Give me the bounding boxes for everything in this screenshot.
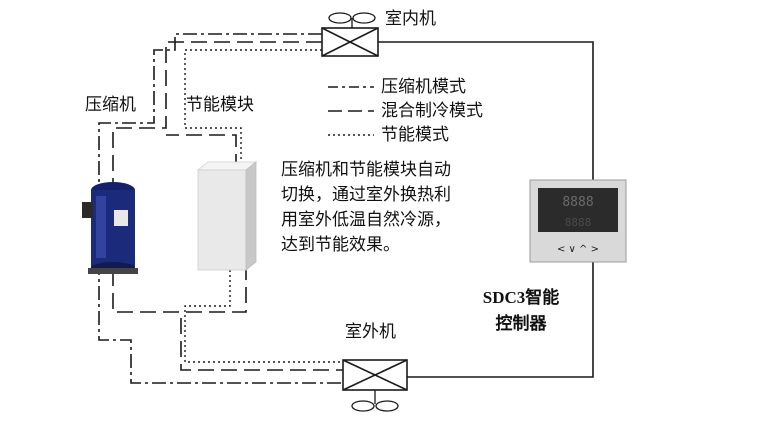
outdoor-heat-exchanger-icon [342, 359, 408, 391]
controller-display [538, 188, 618, 232]
indoor-unit [321, 12, 379, 57]
indoor-fan-icon [328, 12, 376, 28]
description-line: 达到节能效果。 [281, 235, 400, 255]
outdoor-unit-label: 室外机 [345, 322, 396, 342]
description-line: 用室外低温自然冷源， [281, 210, 451, 230]
compressor-label: 压缩机 [85, 95, 136, 115]
indoor-heat-exchanger-icon [321, 27, 379, 57]
description-text: 压缩机和节能模块自动 切换，通过室外换热利 用室外低温自然冷源， 达到节能效果。 [281, 158, 521, 258]
controller-keys: < ∨ ^ > [557, 244, 599, 255]
economizer-mode-path [184, 49, 343, 363]
outdoor-unit [342, 359, 408, 412]
sdc3-controller: 8888 8888 < ∨ ^ > [529, 179, 627, 263]
controller-label-line2: 控制器 [495, 314, 547, 333]
legend-compressor-mode: 压缩机模式 [381, 77, 466, 97]
legend-samples [328, 86, 374, 136]
economizer-module [196, 161, 258, 271]
legend-mixed-mode: 混合制冷模式 [381, 101, 483, 121]
legend-economizer-mode: 节能模式 [381, 125, 449, 145]
description-line: 压缩机和节能模块自动 [281, 160, 451, 180]
description-line: 切换，通过室外换热利 [281, 185, 451, 205]
controller-display-digits-2: 8888 [565, 216, 592, 229]
controller-label: SDC3智能 控制器 [471, 285, 571, 337]
controller-display-digits: 8888 [562, 195, 593, 210]
compressor-image [82, 182, 138, 274]
outdoor-fan-icon [351, 390, 399, 412]
indoor-unit-label: 室内机 [385, 9, 436, 29]
mixed-mode-path [112, 41, 343, 371]
economizer-label: 节能模块 [186, 95, 254, 115]
controller-label-line1: SDC3智能 [482, 288, 560, 307]
